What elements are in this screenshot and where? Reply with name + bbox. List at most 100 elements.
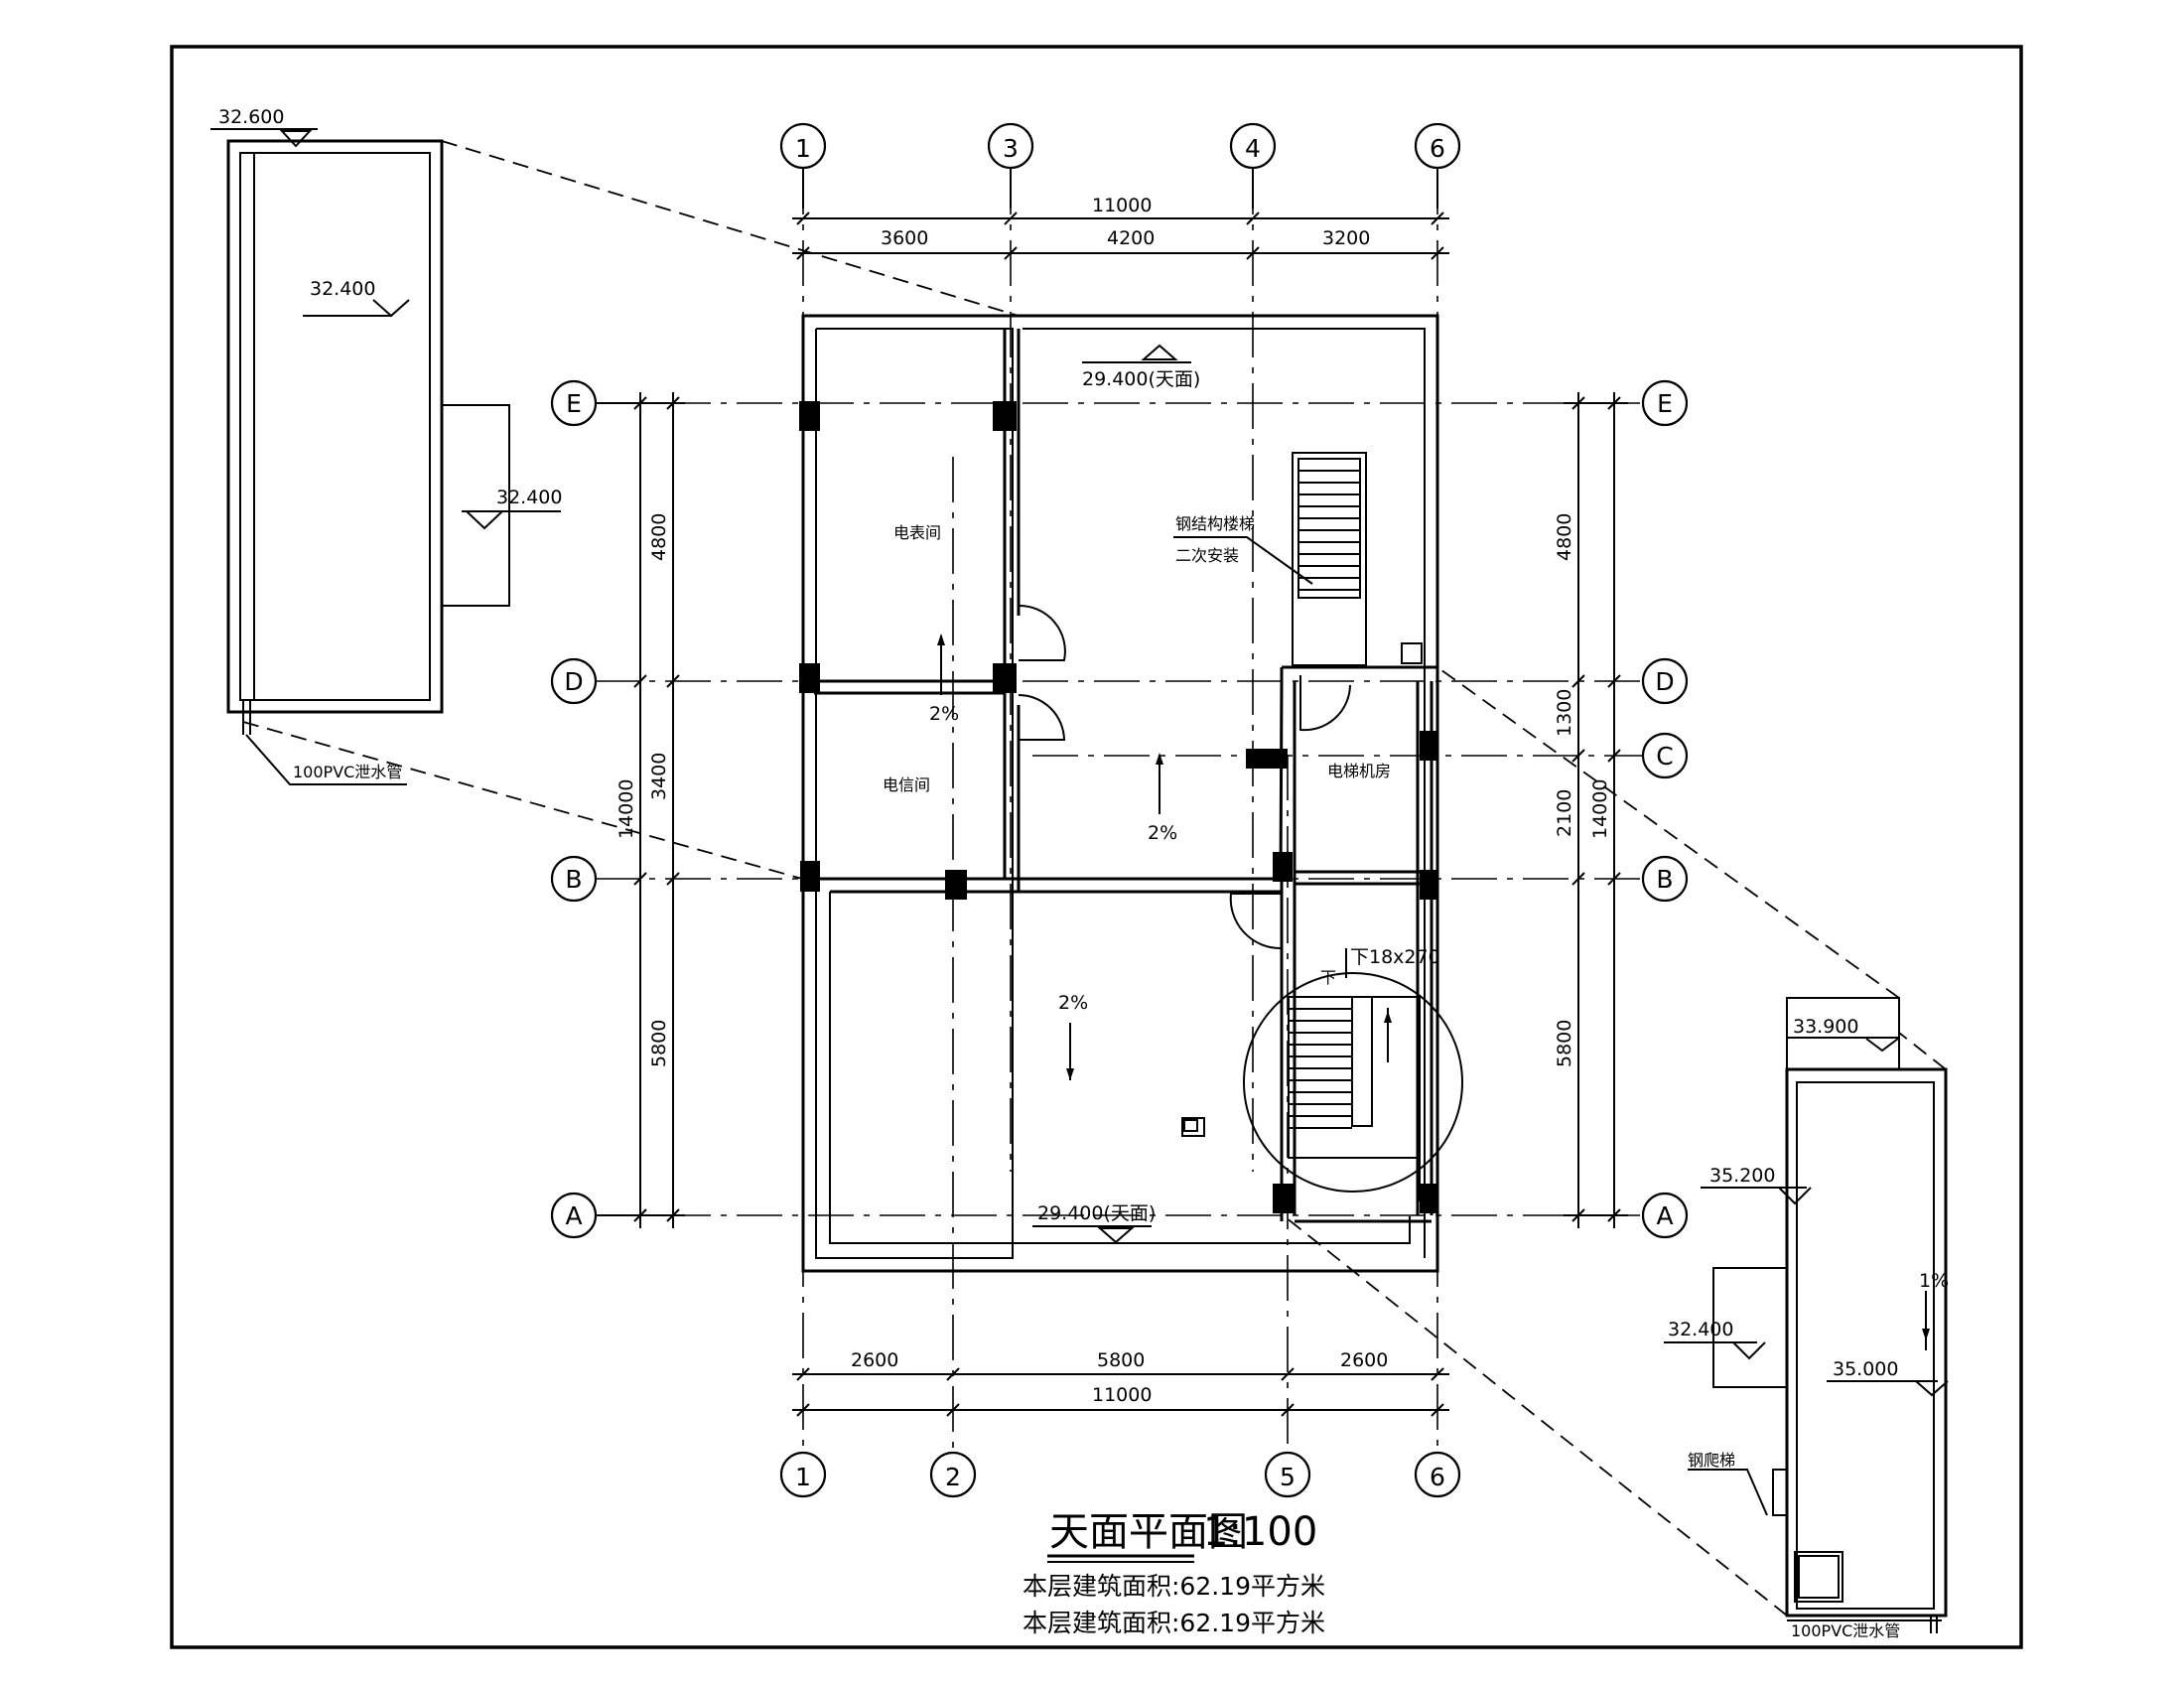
dim-tick — [666, 872, 680, 886]
axis-bubble-left-E — [550, 379, 598, 427]
dim-tick — [1571, 1208, 1585, 1222]
dim-tick — [946, 1367, 960, 1381]
dim-tick — [796, 211, 810, 225]
axis-label-bottom-5: 5 — [1280, 1463, 1296, 1491]
axis-label-right-E: E — [1657, 389, 1673, 418]
dimension-texts: 11000 3600 4200 3200 2600 5800 2600 1100… — [615, 195, 1611, 1406]
axis-label-right-C: C — [1656, 742, 1673, 771]
dim-tick — [633, 1208, 647, 1222]
dim-tick — [1607, 674, 1621, 688]
dim-top-seg-3: 3200 — [1322, 227, 1370, 249]
dim-tick — [1431, 211, 1444, 225]
dim-left-seg-3: 5800 — [648, 1020, 670, 1067]
dim-tick — [1246, 246, 1260, 260]
steel-stair-label-2: 二次安装 — [1175, 546, 1239, 565]
stair-spec-label: 下18x270 — [1350, 946, 1440, 968]
dim-tick — [1431, 246, 1444, 260]
dim-tick — [1571, 872, 1585, 886]
dim-tick — [1431, 1403, 1444, 1417]
stair-down-label: 下 — [1320, 968, 1336, 987]
slope-label-2: 2% — [1148, 822, 1177, 844]
dim-tick — [633, 872, 647, 886]
axis-bubble-top-1 — [779, 122, 827, 170]
right-elev-roof: 35.200 — [1709, 1165, 1775, 1187]
right-ladder-label: 钢爬梯 — [1688, 1451, 1735, 1470]
slope-arrows — [937, 633, 1163, 1080]
dim-tick — [633, 674, 647, 688]
dim-tick — [1571, 396, 1585, 410]
sheet-border — [170, 45, 2023, 1649]
structural-columns — [799, 401, 1437, 1213]
slope-label-1: 2% — [929, 703, 959, 725]
roof-drain-square-inner — [1183, 1119, 1198, 1132]
right-detail — [1664, 997, 1949, 1633]
dimension-lines — [594, 211, 1628, 1417]
axis-lines — [594, 169, 1643, 1450]
axis-bubble-right-C — [1641, 732, 1689, 779]
dim-tick — [1281, 1367, 1295, 1381]
dim-bottom-seg-1: 2600 — [851, 1349, 898, 1371]
axis-label-right-A: A — [1656, 1201, 1673, 1230]
dim-bottom-seg-3: 2600 — [1340, 1349, 1388, 1371]
axis-label-top-4: 4 — [1245, 134, 1261, 163]
slope-label-3: 2% — [1058, 992, 1088, 1014]
dim-tick — [1431, 1367, 1444, 1381]
axis-label-right-B: B — [1656, 865, 1673, 894]
dim-left-seg-1: 4800 — [648, 513, 670, 561]
dim-tick — [1607, 396, 1621, 410]
left-elev-side: 32.400 — [496, 487, 562, 508]
axis-label-bottom-1: 1 — [795, 1463, 811, 1491]
drawing-scale: 1:100 — [1203, 1509, 1317, 1555]
axis-label-right-D: D — [1655, 667, 1674, 696]
dim-tick — [796, 1367, 810, 1381]
left-detail — [210, 128, 561, 785]
axis-label-left-A: A — [565, 1201, 582, 1230]
axis-bubble-right-B — [1641, 855, 1689, 903]
dim-tick — [796, 1403, 810, 1417]
roof-parapet — [801, 314, 1439, 1273]
area-line-2: 本层建筑面积:62.19平方米 — [1023, 1609, 1325, 1637]
dim-top-total: 11000 — [1092, 195, 1152, 216]
detail-callout-lines — [242, 140, 1947, 1617]
axis-label-left-D: D — [564, 667, 583, 696]
dim-tick — [666, 674, 680, 688]
dim-tick — [633, 396, 647, 410]
left-elev-inner: 32.400 — [310, 278, 375, 300]
dim-tick — [1571, 674, 1585, 688]
steel-stair — [1292, 452, 1423, 666]
steel-stair-leader — [1173, 536, 1313, 585]
axis-label-left-B: B — [565, 865, 582, 894]
steel-stair-label-1: 钢结构楼梯 — [1175, 514, 1255, 533]
axis-bubble-left-D — [550, 657, 598, 705]
dim-left-total: 14000 — [615, 779, 637, 839]
elev-marker-top — [1082, 344, 1191, 363]
axis-bubble-left-B — [550, 855, 598, 903]
right-elev-inner: 35.000 — [1833, 1358, 1898, 1380]
title-block: 天面平面图 1:100 本层建筑面积:62.19平方米 本层建筑面积:62.19… — [1023, 1509, 1325, 1637]
dim-tick — [1607, 1208, 1621, 1222]
dim-right-seg-4: 5800 — [1554, 1020, 1575, 1067]
dim-tick — [1607, 749, 1621, 763]
dim-top-seg-1: 3600 — [881, 227, 928, 249]
area-line-1: 本层建筑面积:62.19平方米 — [1023, 1572, 1325, 1601]
dim-tick — [666, 396, 680, 410]
drawing-title: 天面平面图 — [1049, 1509, 1248, 1555]
axis-bubble-top-4 — [1229, 122, 1277, 170]
meter-room-label: 电表间 — [893, 523, 941, 542]
dim-right-total: 14000 — [1589, 779, 1611, 839]
right-slope: 1% — [1919, 1270, 1949, 1292]
axis-bubble-right-E — [1641, 379, 1689, 427]
axis-bubble-top-6 — [1414, 122, 1461, 170]
axis-bubble-bottom-1 — [779, 1451, 827, 1498]
dim-tick — [666, 1208, 680, 1222]
roof-elevation-top: 29.400(天面) — [1082, 368, 1200, 390]
axis-label-top-1: 1 — [795, 134, 811, 163]
axis-bubble-bottom-2 — [929, 1451, 977, 1498]
axis-bubbles: 1 3 4 6 1 2 5 6 E D B A E D C B A — [550, 122, 1689, 1498]
axis-label-bottom-6: 6 — [1430, 1463, 1445, 1491]
axis-label-left-E: E — [566, 389, 582, 418]
axis-bubble-top-3 — [987, 122, 1034, 170]
elevator-room-label: 电梯机房 — [1327, 762, 1391, 780]
axis-bubble-bottom-6 — [1414, 1451, 1461, 1498]
